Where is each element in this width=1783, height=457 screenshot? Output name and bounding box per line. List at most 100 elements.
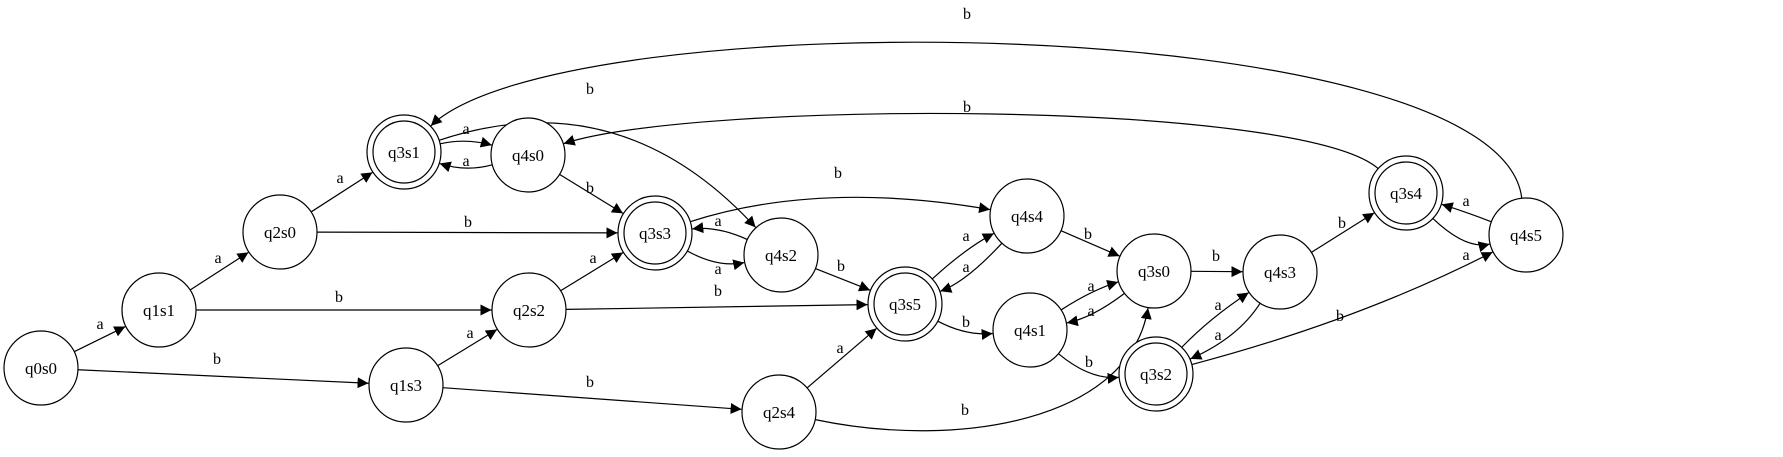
edge-label-q1s1-to-q2s2: b: [335, 289, 343, 306]
edge-label-q4s2-to-q3s5: b: [837, 258, 845, 275]
edge-q2s2-to-q3s3: [560, 252, 624, 292]
state-label: q4s4: [1011, 207, 1044, 226]
edge-label-q4s0-to-q3s3: b: [586, 180, 594, 197]
edge-q4s1-to-q3s0: [1060, 279, 1119, 311]
state-circle: [121, 272, 197, 348]
edge-label-q4s0-to-q3s1: a: [462, 153, 469, 170]
edge-label-q3s5-to-q4s4: a: [962, 228, 969, 245]
state-node-q4s4: q4s4: [989, 178, 1065, 254]
state-label: q4s1: [1014, 321, 1046, 340]
state-label: q4s3: [1264, 263, 1296, 282]
edge-label-q3s4-to-q4s5: a: [1462, 247, 1469, 264]
state-node-q3s4: q3s4: [1368, 155, 1444, 231]
edge-label-q4s4-to-q3s5: a: [962, 259, 969, 276]
state-node-q3s5: q3s5: [867, 266, 943, 342]
state-node-q3s0: q3s0: [1116, 233, 1192, 309]
edge-q4s2-to-q3s5: [815, 268, 871, 292]
state-label: q4s2: [765, 246, 797, 265]
edge-q1s1-to-q2s0: [189, 251, 249, 291]
edge-q4s3-to-q3s2: [1190, 302, 1261, 360]
edge-q4s1-to-q3s2: [1058, 353, 1119, 384]
edge-label-q4s1-to-q3s0: a: [1087, 278, 1094, 295]
state-circle: [743, 217, 819, 293]
state-node-q3s1: q3s1: [366, 114, 442, 190]
state-label: q3s2: [1140, 365, 1172, 384]
edge-q2s0-to-q3s3: [316, 227, 618, 239]
accepting-ring: [1124, 342, 1188, 406]
state-label: q4s0: [512, 146, 544, 165]
edge-q4s3-to-q3s4: [1311, 212, 1375, 253]
edge-q0s0-to-q1s3: [77, 369, 369, 389]
edge-label-q3s0-to-q4s3: b: [1212, 248, 1220, 265]
edge-label-q1s3-to-q2s2: a: [466, 325, 473, 342]
state-label: q2s0: [264, 223, 296, 242]
edge-q3s4-to-q4s0: [563, 112, 1379, 170]
state-node-q3s3: q3s3: [617, 195, 693, 271]
state-node-q2s2: q2s2: [491, 272, 567, 348]
state-circle: [1242, 234, 1318, 310]
state-node-q4s2: q4s2: [743, 217, 819, 293]
edge-label-q3s5-to-q4s1: b: [962, 314, 970, 331]
state-label: q3s4: [1390, 184, 1423, 203]
edge-q4s4-to-q3s5: [940, 242, 1003, 293]
edge-label-q4s5-to-q3s4: a: [1462, 193, 1469, 210]
edge-label-q4s4-to-q3s0: b: [1084, 226, 1092, 243]
edge-q2s4-to-q3s5: [806, 327, 877, 389]
state-label: q3s0: [1138, 262, 1170, 281]
state-label: q3s3: [639, 224, 671, 243]
state-node-q1s3: q1s3: [368, 347, 444, 423]
edge-q2s2-to-q3s5: [565, 299, 868, 311]
state-node-q2s0: q2s0: [242, 194, 318, 270]
state-circle: [989, 178, 1065, 254]
edge-q3s0-to-q4s1: [1066, 292, 1125, 327]
edge-q3s3-to-q4s2: [687, 250, 745, 271]
state-label: q2s4: [763, 403, 796, 422]
edge-q3s3-to-q4s4: [690, 196, 991, 223]
edge-label-q3s2-to-q4s5: b: [1336, 308, 1344, 325]
state-circle: [491, 272, 567, 348]
edge-label-q0s0-to-q1s3: b: [213, 351, 221, 368]
accepting-ring: [873, 272, 937, 336]
state-node-q1s1: q1s1: [121, 272, 197, 348]
state-node-q4s5: q4s5: [1488, 197, 1564, 273]
edge-q4s2-to-q3s3: [692, 222, 748, 241]
edge-label-q3s1-to-q4s0: a: [462, 121, 469, 138]
edge-q4s0-to-q3s3: [559, 173, 624, 214]
state-label: q0s0: [25, 359, 57, 378]
edge-q1s3-to-q2s4: [442, 387, 742, 414]
edge-label-q0s0-to-q1s1: a: [96, 316, 103, 333]
state-label: q4s5: [1510, 226, 1542, 245]
edge-label-q2s2-to-q3s5: b: [714, 283, 722, 300]
state-circle: [368, 347, 444, 423]
edge-label-q2s0-to-q3s3: b: [464, 214, 472, 231]
edge-q3s2-to-q4s3: [1181, 292, 1249, 348]
edge-label-q4s3-to-q3s2: a: [1214, 327, 1221, 344]
state-label: q1s1: [143, 301, 175, 320]
edge-q3s4-to-q4s5: [1432, 218, 1490, 253]
state-node-q0s0: q0s0: [3, 330, 79, 406]
state-label: q1s3: [390, 376, 422, 395]
state-circle: [741, 374, 817, 450]
state-circle: [1488, 197, 1564, 273]
edge-label-q4s2-to-q3s3: a: [714, 213, 721, 230]
edge-q4s4-to-q3s0: [1060, 230, 1120, 257]
state-circle: [3, 330, 79, 406]
edge-label-q2s4-to-q3s5: a: [836, 340, 843, 357]
state-node-q4s0: q4s0: [490, 117, 566, 193]
edge-label-q4s3-to-q3s4: b: [1338, 215, 1346, 232]
edge-q3s5-to-q4s4: [931, 232, 995, 280]
edge-label-q1s1-to-q2s0: a: [214, 250, 221, 267]
nodes-layer: q0s0 q1s1 q1s3 q2s0 q2s2 q2s4 q3s1 q4s0 q3s3 q4s2…: [3, 114, 1564, 450]
edge-q4s5-to-q3s4: [1441, 202, 1492, 223]
edge-label-q3s0-to-q4s1: a: [1087, 303, 1094, 320]
state-node-q4s3: q4s3: [1242, 234, 1318, 310]
edge-q3s1-to-q4s0: [439, 136, 492, 148]
edge-label-q3s2-to-q4s3: a: [1214, 297, 1221, 314]
edge-label-q2s0-to-q3s1: a: [336, 170, 343, 187]
edge-q4s5-to-q3s1: [430, 41, 1523, 199]
state-circle: [1116, 233, 1192, 309]
edge-label-q1s3-to-q2s4: b: [586, 374, 594, 391]
